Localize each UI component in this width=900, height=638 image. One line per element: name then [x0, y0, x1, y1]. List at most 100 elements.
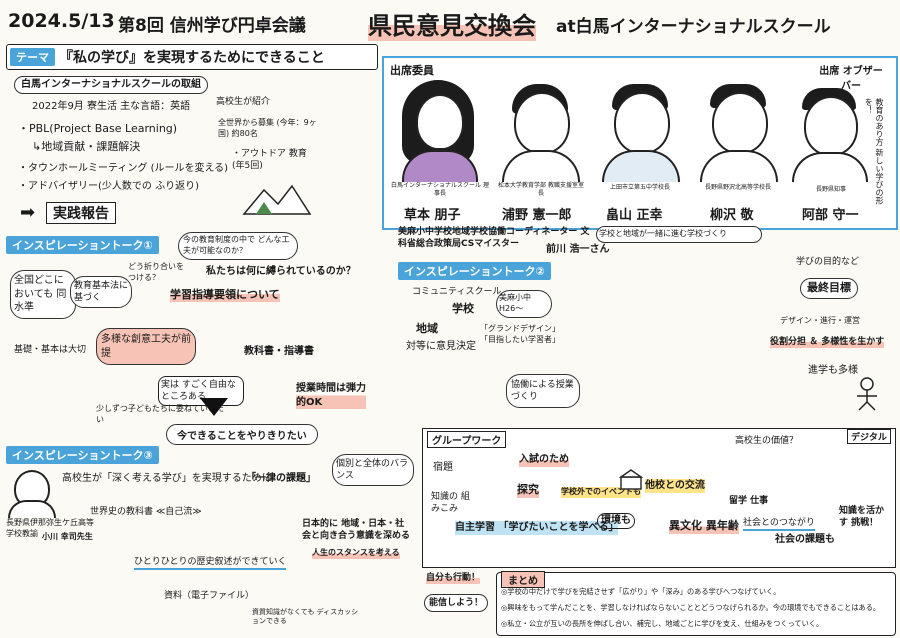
governor-note: 教育のあり方 新しい学びの形を！	[864, 98, 884, 205]
school-note3: ・アウトドア 教育 (年5回)	[232, 149, 307, 172]
member-portrait	[700, 84, 778, 182]
member-name: 阿部 守一	[802, 208, 859, 223]
gw-g4: 探究	[517, 483, 539, 498]
talk3-d7: 人生のスタンスを考える	[312, 548, 400, 559]
talk2-speaker-title: 美麻小中学校地域学校協働コーディネーター 文科省総合政策局CSマイスター	[398, 227, 590, 250]
header-venue: at白馬インターナショナルスクール	[556, 17, 831, 37]
mountain-icon	[242, 184, 312, 215]
header-session: 第8回 信州学び円卓会議	[118, 16, 306, 36]
theme-text: 『私の学び』を実現するためにできること	[59, 50, 325, 66]
talk2-c3: 美麻小中 H26〜	[496, 290, 552, 318]
talk2-speaker: 前川 浩一さん	[546, 244, 610, 255]
talk3-d6: 日本的に 地域・日本・社会と向き合う意識を深める	[302, 519, 411, 542]
suit-shape	[502, 150, 580, 182]
summary-item: ◎興味をもって学んだことを、学習しなければならないこととどうつなげられるか。今の…	[501, 603, 881, 612]
member-portrait	[502, 84, 580, 182]
talk2-c8: 学校と地域が一緒に進む学校づくり	[596, 226, 762, 243]
member-affiliation: 長野県知事	[815, 186, 846, 193]
member-name: 柳沢 敬	[710, 208, 754, 223]
gw-g12: 高校生の価値？	[735, 436, 799, 446]
summary-item: ◎学校の中だけで学びを完結させず「広がり」や「深み」のある学びへつなげていく。	[501, 587, 781, 596]
face-shape	[514, 92, 570, 154]
talk3-tag: インスピレーショントーク③	[6, 446, 159, 464]
member-affiliation: 白馬インターナショナルスクール 理事長	[391, 182, 489, 198]
face-shape	[712, 92, 768, 154]
member-affiliation: 上田市立第五中学校長	[609, 184, 670, 191]
school-line2: ・PBL(Project Base Learning)	[18, 122, 178, 135]
talk2-c2: 学校	[452, 302, 474, 315]
gw-g15: 自分も行動！	[426, 572, 481, 585]
talk2-tag: インスピレーショントーク②	[398, 262, 551, 280]
talk1-tag: インスピレーショントーク①	[6, 236, 159, 254]
panel-heading: 出席委員	[390, 64, 434, 77]
school-line1: 2022年9月 寮生活 主な言語：英語	[32, 101, 191, 112]
face-shape	[804, 96, 858, 156]
talk3-d4: 個別と全体のバランス	[332, 454, 414, 487]
speaker-portrait	[8, 470, 56, 518]
header-title: 県民意見交換会	[368, 6, 536, 41]
suit-shape	[602, 150, 680, 182]
suit-shape	[792, 152, 868, 182]
talk3-d3: 「一律の課題」	[246, 473, 316, 484]
talk1-b7: 教科書・指導書	[244, 346, 314, 357]
talk3-d2: 世界史の教科書 ≪自己流≫	[90, 507, 202, 517]
talk2-c9: 学びの目的など	[796, 257, 860, 267]
talk2-c5: 対等に意見決定	[406, 341, 476, 352]
talk1-b3: どう折り合いをつける？	[128, 262, 184, 282]
talk3-d9: 資質知識がなくても ディスカッションできる	[252, 608, 359, 626]
talk1-a1: 学習指導要領について	[170, 286, 280, 302]
school-line4: ・タウンホールミーティング (ルールを変える)	[18, 163, 229, 174]
gw-g16: 能信しよう！	[424, 594, 489, 613]
panel-section: 出席委員 出席 オブザーバー 白馬インターナショナルスクール 理事長 草本 朋子…	[382, 56, 898, 230]
member-portrait	[602, 84, 680, 182]
face-shape	[416, 94, 464, 150]
talk1-b8: 授業時間は弾力的OK	[296, 382, 366, 409]
talk2-c4: 地域	[416, 322, 438, 335]
school-report: 実践報告	[46, 202, 116, 224]
gw-g13: デジタル	[847, 429, 891, 444]
member-portrait	[398, 80, 480, 182]
person-icon	[857, 377, 877, 411]
talk2-c11: デザイン・進行・運営	[780, 316, 860, 325]
gw-g10: 社会とのつながり	[743, 517, 815, 532]
suit-shape	[700, 150, 778, 182]
talk3-speaker: 小川 幸司先生	[42, 532, 93, 541]
member-portrait	[792, 88, 868, 182]
member-name: 畠山 正幸	[606, 208, 663, 223]
panel-observer-heading: 出席 オブザーバー	[819, 66, 883, 92]
talk1-q2: 私たちは何に縛られているのか？	[206, 266, 356, 277]
gw-g3: 入試のため	[519, 453, 569, 467]
member-affiliation: 長野県野沢北高等学校長	[704, 184, 771, 191]
summary-section: まとめ ◎学校の中だけで学びを完結させず「広がり」や「深み」のある学びへつなげて…	[496, 571, 896, 636]
talk2-section: 美麻小中学校地域学校協働コーディネーター 文科省総合政策局CSマイスター 前川 …	[396, 226, 896, 426]
gw-g1: 宿題	[433, 462, 453, 473]
school-note2: 全世界から募集 (今年：9ヶ国) 約80名	[218, 118, 317, 138]
gw-g11: 社会の課題も	[775, 534, 835, 545]
talk2-c1: コミュニティスクール	[412, 287, 502, 297]
gw-g5: 学校外でのイベントも	[561, 487, 641, 498]
member-name: 浦野 憲一郎	[502, 208, 572, 223]
member-affiliation: 松本大学教育学部 教職支援室室長	[498, 182, 584, 198]
talk2-c6: 「グランドデザイン」 「目指したい学習者」	[480, 324, 560, 344]
talk2-c10: 最終目標	[800, 278, 858, 299]
gw-g9: 環境も	[597, 513, 635, 529]
talk3-section: インスピレーショントーク③ 長野県伊那弥生ケ丘高等学校教諭 小川 幸司先生 高校…	[6, 444, 416, 636]
talk2-c12: 役割分担 ＆ 多様性を生かす	[770, 336, 885, 349]
header-date: 2024.5/13	[8, 10, 115, 32]
summary-item: ◎私立・公立が互いの長所を伸ばし合い、補完し、地域ごとに学びを支え、仕組みをつく…	[501, 619, 824, 628]
talk2-c13: 進学も多様	[808, 365, 858, 376]
gw-g14: 知識を活かす 挑戦！	[839, 506, 885, 529]
gw-g17: 留学 仕事	[729, 496, 769, 506]
talk1-b1: 全国どこにおいても 同水準	[10, 270, 76, 319]
building-icon	[619, 469, 643, 490]
gw-g2: 知識の 組みこみ	[431, 492, 470, 515]
school-line5: ・アドバイザリー(少人数での ふり返り)	[18, 181, 199, 192]
talk1-b5: 基礎・基本は大切	[14, 345, 87, 355]
school-section: 白馬インターナショナルスクールの取組 2022年9月 寮生活 主な言語：英語 ・…	[6, 74, 384, 224]
talk3-d5: ひとりひとりの歴史叙述ができていく	[134, 556, 287, 571]
talk3-d1: 高校生が「深く考える学び」を実現するために	[62, 473, 272, 484]
talk1-b4: 多様な創意工夫が前提	[96, 328, 196, 365]
summary-tag: まとめ	[501, 571, 545, 588]
talk1-section: インスピレーショントーク① 今の教育制度の中で どんな工夫が可能なのか？ 私たち…	[6, 232, 406, 445]
talk1-q1: 今の教育制度の中で どんな工夫が可能なのか？	[178, 232, 298, 260]
